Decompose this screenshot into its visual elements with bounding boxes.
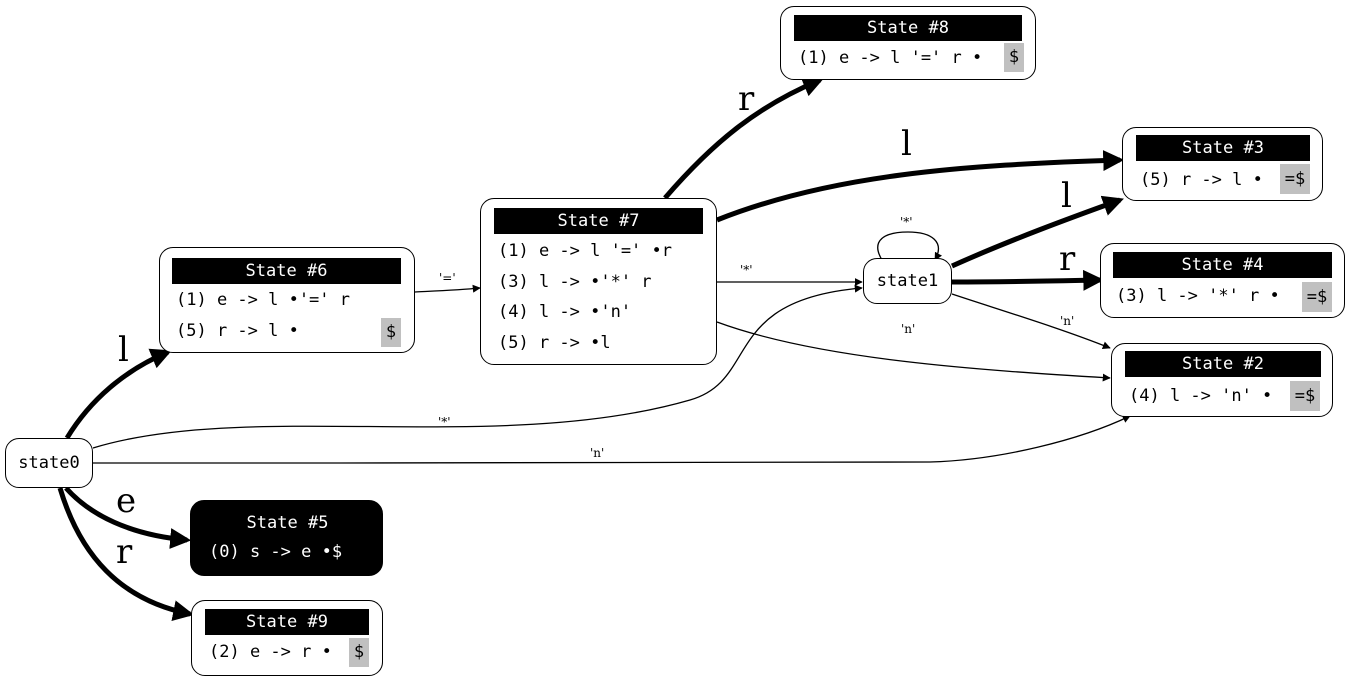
state-8-item-1: (1) e -> l '=' r •: [798, 48, 983, 68]
state-7-item-2: (3) l -> •'*' r: [498, 272, 652, 292]
state-3-title: State #3: [1136, 135, 1310, 161]
node-state-6: State #6 (1) e -> l •'=' r (5) r -> l • …: [159, 247, 415, 353]
state-2-item-1: (4) l -> 'n' •: [1129, 386, 1273, 406]
state-7-item-1: (1) e -> l '=' •r: [498, 241, 672, 261]
node-state-8: State #8 (1) e -> l '=' r • $: [780, 6, 1036, 80]
edge-label-state1-s2: 'n': [1060, 314, 1074, 328]
node-state-7: State #7 (1) e -> l '=' •r (3) l -> •'*'…: [480, 198, 717, 365]
edge-s7-s8: [663, 76, 824, 200]
edge-label-state0-state1: '*': [438, 415, 451, 429]
edge-label-state1-s4: r: [1059, 239, 1076, 279]
state-6-item-2: (5) r -> l •: [176, 321, 299, 341]
state-8-title: State #8: [794, 15, 1022, 41]
edge-label-state0-s2: 'n': [590, 446, 604, 460]
state-7-item-4: (5) r -> •l: [498, 333, 611, 353]
edge-state1-s4: [951, 269, 1105, 291]
edge-label-s7-s3: l: [901, 124, 912, 164]
node-state1-label: state1: [876, 271, 939, 291]
state-2-title: State #2: [1125, 351, 1321, 377]
edge-label-state0-s9: r: [116, 532, 133, 572]
node-state-3: State #3 (5) r -> l • =$: [1122, 127, 1323, 201]
edge-s6-s7: [414, 284, 481, 293]
node-state-4: State #4 (3) l -> '*' r • =$: [1100, 243, 1345, 318]
state-5-title: State #5: [246, 513, 329, 533]
node-state1: state1: [863, 258, 952, 304]
edge-state0-s6: [64, 348, 172, 440]
edge-s7-s3: [716, 150, 1125, 223]
state-9-item-1: (2) e -> r •: [209, 642, 332, 662]
edge-label-state0-s6: l: [118, 330, 129, 370]
state-7-title: State #7: [494, 208, 703, 234]
state-9-lookahead: $: [349, 638, 369, 667]
edge-state0-s9: [57, 487, 195, 621]
state-4-lookahead: =$: [1302, 282, 1332, 312]
node-state-2: State #2 (4) l -> 'n' • =$: [1111, 343, 1333, 417]
state-9-title: State #9: [205, 609, 369, 635]
edge-state1-s3: [950, 195, 1124, 269]
state-3-lookahead: =$: [1280, 164, 1310, 194]
edge-label-state1-s3: l: [1061, 176, 1072, 216]
state-3-item-1: (5) r -> l •: [1140, 170, 1263, 190]
state-2-lookahead: =$: [1290, 381, 1320, 411]
edge-label-s7-s2: 'n': [901, 322, 915, 336]
node-state0: state0: [5, 438, 93, 488]
edge-label-s7-state1: '*': [740, 263, 753, 277]
state-4-item-1: (3) l -> '*' r •: [1116, 286, 1280, 306]
edge-s7-s2: [716, 321, 1111, 382]
state-8-lookahead: $: [1004, 43, 1024, 72]
state-7-item-3: (4) l -> •'n': [498, 302, 632, 322]
node-state-5: State #5 (0) s -> e •$: [190, 500, 383, 576]
edge-label-s7-s8: r: [738, 79, 755, 119]
edge-label-state0-s5: e: [116, 481, 136, 521]
edge-state0-s2: [92, 415, 1131, 464]
edge-state0-s5: [64, 486, 192, 549]
state-6-item-1: (1) e -> l •'=' r: [176, 290, 350, 310]
node-state0-label: state0: [18, 453, 80, 473]
edge-state1-self: [877, 231, 942, 261]
edge-state0-state1: [92, 284, 863, 449]
edge-label-state1-self: '*': [900, 215, 913, 229]
edge-label-s6-s7: '=': [439, 271, 456, 285]
state-4-title: State #4: [1113, 252, 1332, 278]
node-state-9: State #9 (2) e -> r • $: [191, 600, 383, 676]
state-5-item-1: (0) s -> e •$: [209, 542, 343, 562]
state-6-title: State #6: [172, 258, 401, 284]
edge-state1-s2: [951, 293, 1111, 350]
state-6-lookahead: $: [381, 318, 401, 347]
